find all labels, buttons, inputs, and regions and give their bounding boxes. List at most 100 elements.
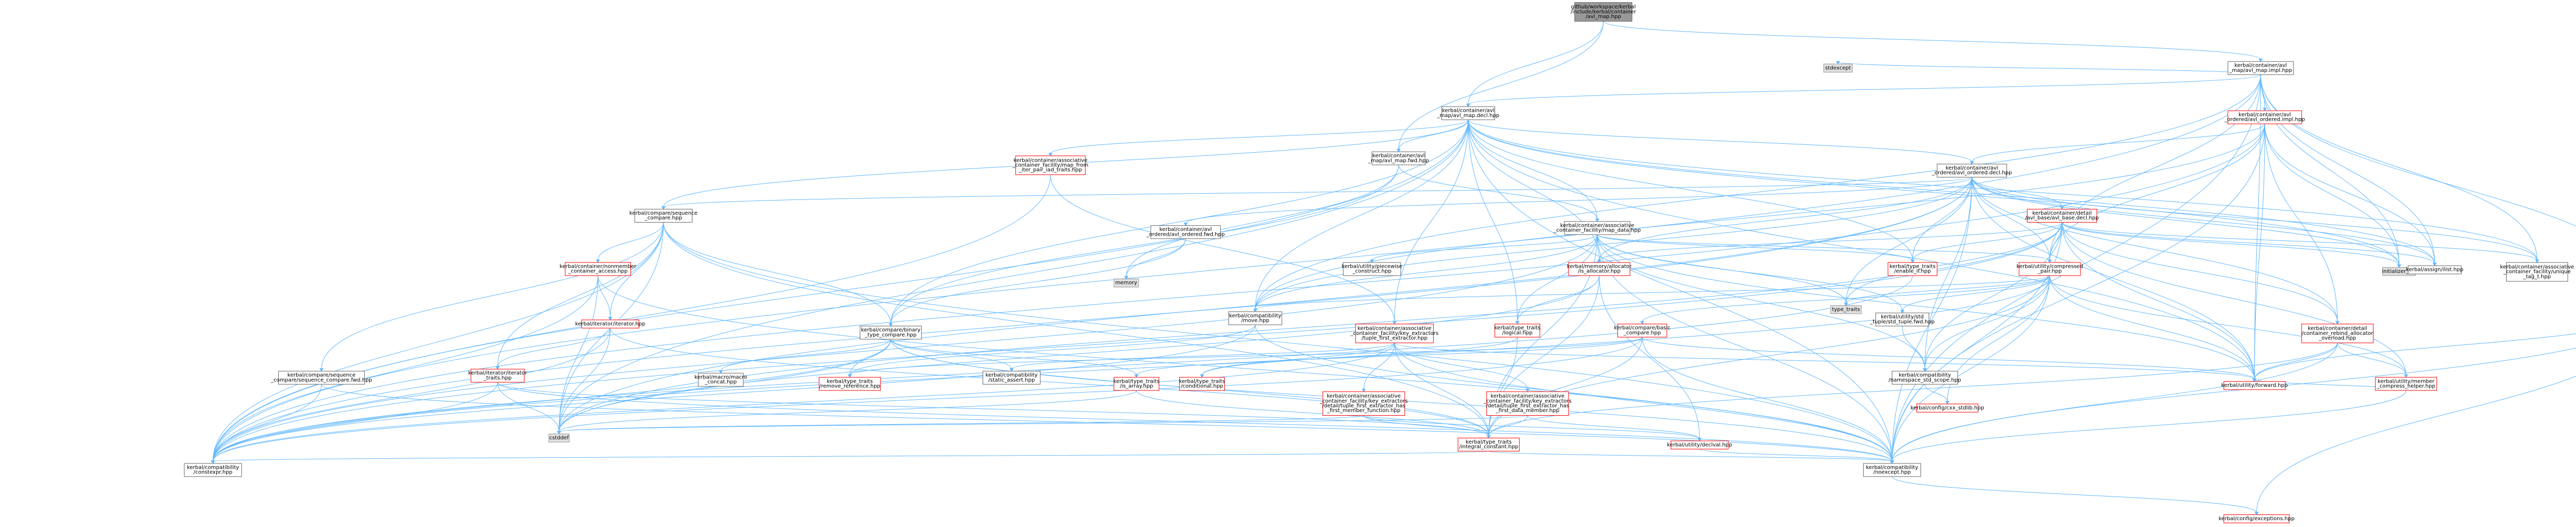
node-label-line: /detail/tuple_first_extractor_has (1486, 403, 1569, 409)
node-macro-concat[interactable]: kerbal/macro/macro_concat.hpp (695, 373, 747, 387)
include-edge (559, 177, 1972, 432)
node-label-line: /conditional.hpp (1181, 384, 1223, 389)
node-iterator-hpp[interactable]: kerbal/iterator/iterator.hpp (575, 319, 645, 329)
node-label-line: kerbal/container/associative (2500, 264, 2574, 270)
node-label-line: _ordered/avl_ordered.fwd.hpp (1146, 231, 1225, 237)
include-edge (1468, 120, 2400, 266)
include-edge (1255, 324, 1892, 461)
node-seq-compare-fwd[interactable]: kerbal/compare/sequence_compare/sequence… (270, 371, 372, 385)
node-namespace-std-scope[interactable]: kerbal/compatibility/namespace_std_scope… (1889, 371, 1961, 385)
include-edge (1363, 415, 1700, 439)
node-memory[interactable]: memory (1113, 278, 1139, 288)
include-edge (1642, 336, 2255, 380)
node-forward[interactable]: kerbal/utility/forward.hpp (2221, 381, 2288, 390)
node-std-tuple[interactable]: kerbal/utility/std_tuple/std_tuple.fwd.h… (1869, 312, 1934, 326)
include-edge-arrowhead (1910, 259, 1915, 264)
node-avl-ordered-fwd[interactable]: kerbal/container/avl_ordered/avl_ordered… (1146, 225, 1225, 239)
node-static-assert[interactable]: kerbal/compatibility/static_assert.hpp (982, 371, 1041, 385)
node-map-data[interactable]: kerbal/container/associative_container_f… (1553, 221, 1641, 235)
node-seq-compare[interactable]: kerbal/compare/sequence_compare.hpp (629, 208, 698, 223)
include-edge (1468, 120, 1600, 261)
include-edge (1398, 165, 1597, 219)
include-edge (1699, 449, 1892, 462)
include-edge (2062, 222, 2400, 266)
node-cxx-stdlib[interactable]: kerbal/config/cxx_stdlib.hpp (1910, 404, 1984, 413)
include-edge (2049, 75, 2261, 261)
include-edge-arrowhead (1124, 276, 1129, 280)
node-rebind-alloc[interactable]: kerbal/container/detail/container_rebind… (2301, 323, 2374, 343)
include-edge (1468, 74, 2261, 105)
node-box (1887, 262, 1938, 276)
include-edge-arrowhead (1970, 161, 1974, 165)
node-avl-ordered-impl[interactable]: kerbal/container/avl_ordered/avl_ordered… (2224, 110, 2305, 124)
node-root[interactable]: github/workspace/kerbal/include/kerbal/c… (1571, 2, 1637, 22)
node-iterator-traits[interactable]: kerbal/iterator/iterator_traits.hpp (468, 368, 528, 383)
node-exceptions[interactable]: kerbal/config/exceptions.hpp (2218, 514, 2295, 523)
node-unique-tag[interactable]: kerbal/container/associative_container_f… (2500, 262, 2574, 282)
include-edge (1255, 75, 2261, 310)
node-constexpr[interactable]: kerbal/compatibility/constexpr.hpp (184, 463, 242, 477)
node-member-compress[interactable]: kerbal/utility/member_compress_helper.hp… (2375, 377, 2437, 391)
include-edge (1912, 177, 1972, 261)
node-logical[interactable]: kerbal/type_traits/logical.hpp (1495, 323, 1541, 338)
node-map-from-kv[interactable]: kerbal/container/associative_container_f… (1012, 155, 1089, 175)
node-avl-map-impl[interactable]: kerbal/container/avl_map/avl_map.impl.hp… (2227, 61, 2294, 75)
include-edge-arrowhead (2397, 264, 2401, 268)
node-box (1179, 377, 1225, 391)
include-edge (1971, 177, 2051, 261)
node-type-traits[interactable]: type_traits (1830, 305, 1862, 314)
node-move-hpp[interactable]: kerbal/compatibility/move.hpp (1228, 311, 1282, 325)
node-compressed-pair[interactable]: kerbal/utility/compressed_pair.hpp (2016, 262, 2083, 276)
node-label-line: /integral_constant.hpp (1459, 444, 1518, 450)
include-edge (213, 276, 2051, 461)
node-tuple-first[interactable]: kerbal/container/associative_container_f… (1350, 323, 1439, 343)
node-box (1113, 377, 1160, 391)
include-edge (1527, 415, 1700, 439)
node-declval[interactable]: kerbal/utility/declval.hpp (1667, 440, 1732, 450)
include-edge (2062, 222, 2538, 261)
node-box (1371, 151, 1426, 165)
node-has-first-member-function[interactable]: kerbal/container/associative_container_f… (1319, 391, 1408, 416)
include-edge (2254, 75, 2261, 380)
node-box (1670, 440, 1729, 450)
node-label-line: kerbal/container/associative (1014, 157, 1088, 163)
node-label-line: cstddef (549, 435, 569, 441)
node-ptr-to-member[interactable]: kerbal/container/nonmember_container_acc… (560, 262, 637, 276)
node-stdexcept[interactable]: stdexcept (1823, 64, 1853, 73)
node-box (1574, 2, 1633, 22)
node-label-line: kerbal/compatibility (187, 465, 239, 470)
node-label-line: /namespace_std_scope.hpp (1889, 377, 1961, 383)
node-remove-reference[interactable]: kerbal/type_traits/remove_reference.hpp (818, 377, 881, 391)
include-edge (1971, 177, 2538, 261)
include-edge (1468, 120, 1518, 322)
include-edge-arrowhead (1370, 259, 1374, 264)
node-cstddef[interactable]: cstddef (548, 434, 570, 442)
node-integral-constant[interactable]: kerbal/type_traits/integral_constant.hpp (1457, 437, 1520, 451)
node-assign-list[interactable]: kerbal/assign/ilist.hpp (2406, 265, 2464, 275)
node-basic-compare[interactable]: kerbal/compare/basic_compare.hpp (1614, 323, 1671, 338)
node-has-first-data-member[interactable]: kerbal/container/associative_container_f… (1483, 391, 1572, 416)
include-edge (213, 328, 611, 461)
include-edge (609, 328, 1489, 436)
node-piecewise[interactable]: kerbal/utility/piecewise_construct.hpp (1342, 262, 1402, 276)
node-binary-compare[interactable]: kerbal/compare/binary_type_compare.hpp (859, 325, 922, 340)
node-allocator[interactable]: kerbal/memory/allocator/is_allocator.hpp (1567, 262, 1632, 276)
node-avl-ordered-decl[interactable]: kerbal/container/avl_ordered/avl_ordered… (1931, 164, 2012, 178)
node-enable-if[interactable]: kerbal/type_traits/enable_if.hpp (1887, 262, 1938, 276)
node-box (2223, 514, 2290, 523)
include-edge (1126, 165, 1399, 277)
node-label-line: kerbal/compatibility (1899, 373, 1951, 378)
node-conditional[interactable]: kerbal/type_traits/conditional.hpp (1179, 377, 1225, 391)
node-box (470, 368, 525, 383)
include-edge-arrowhead (596, 259, 600, 264)
node-avl-base-decl[interactable]: kerbal/container/detail/avl_base/avl_bas… (2025, 208, 2099, 223)
include-edge-arrowhead (847, 374, 852, 378)
node-avl-map-fwd[interactable]: kerbal/container/avl_map/avl_map.fwd.hpp (1368, 151, 1429, 165)
node-label-line: _compress_helper.hpp (2377, 384, 2435, 389)
node-is-array[interactable]: kerbal/type_traits/is_array.hpp (1113, 377, 1160, 391)
node-noexcept[interactable]: kerbal/compatibility/noexcept.hpp (1863, 463, 1921, 477)
node-label-line: kerbal/compatibility (1229, 313, 1281, 319)
include-edge (1912, 222, 2063, 261)
node-avl-map-decl[interactable]: kerbal/container/avl_map/avl_map.decl.hp… (1436, 106, 1499, 120)
node-label-line: _type_compare.hpp (865, 332, 917, 338)
